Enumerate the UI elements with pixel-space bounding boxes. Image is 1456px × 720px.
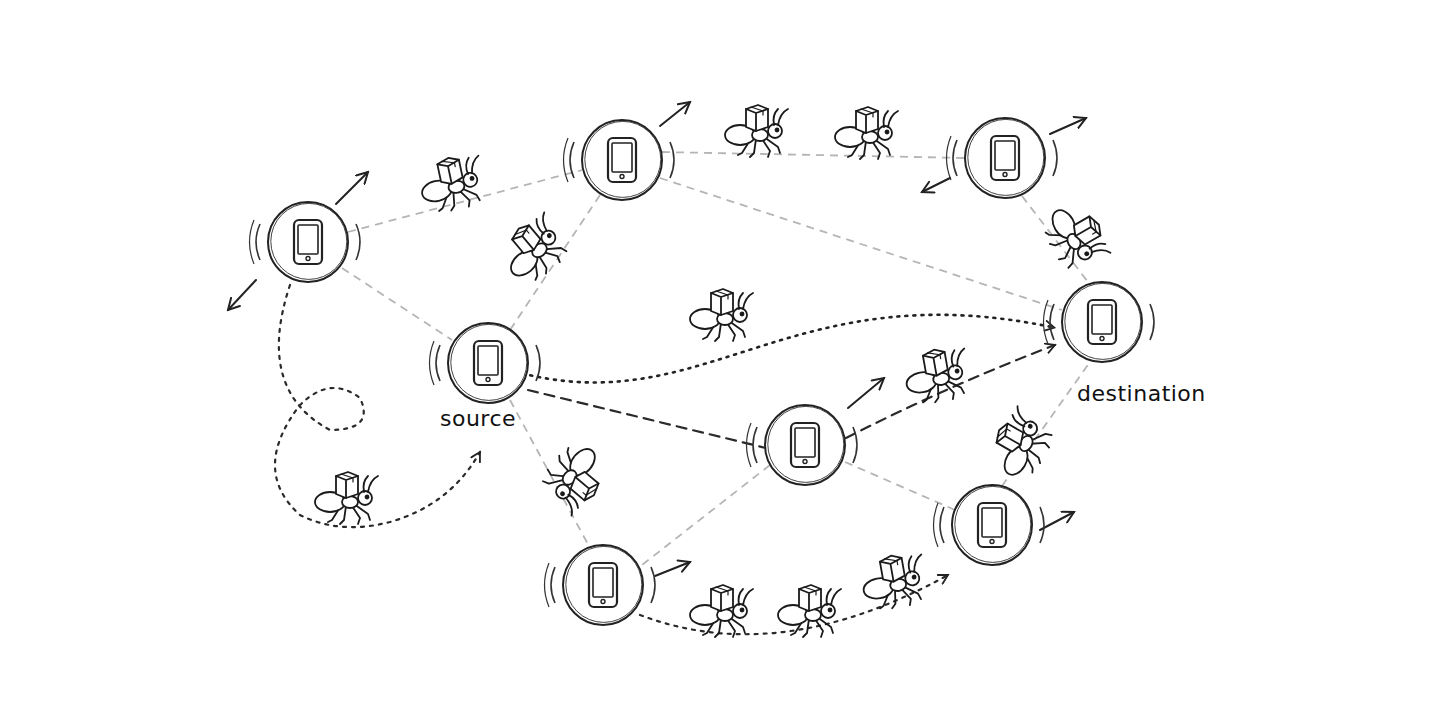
phone-node: source — [446, 321, 530, 405]
dotted-route — [530, 315, 1054, 383]
node-label: source — [440, 405, 516, 433]
phone-circle — [1060, 280, 1144, 364]
phone-circle — [446, 321, 530, 405]
node-label: destination — [1077, 380, 1206, 408]
phone-node: destination — [1060, 280, 1144, 364]
